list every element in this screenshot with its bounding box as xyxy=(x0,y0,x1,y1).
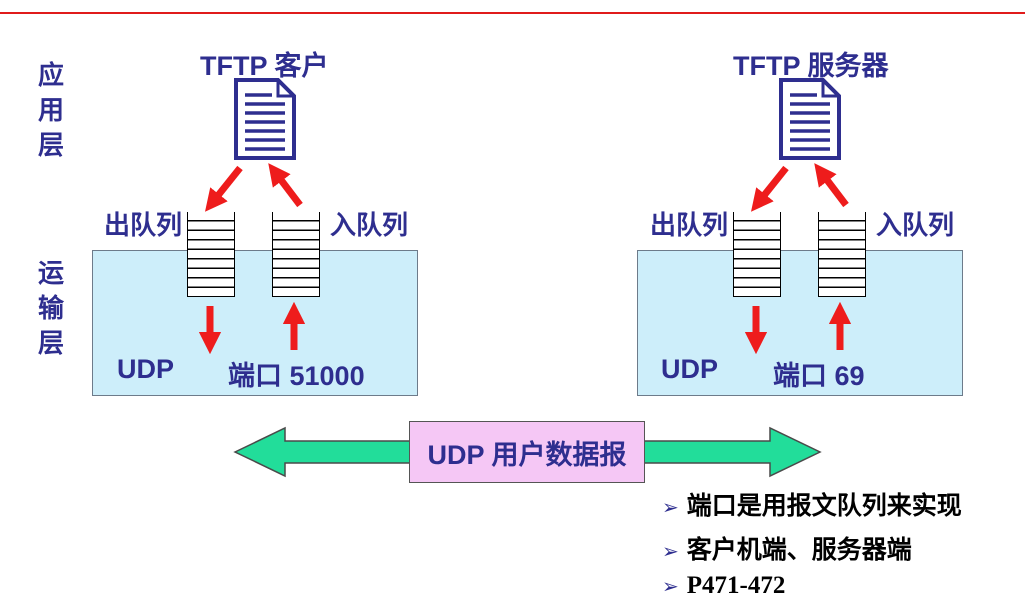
client-port-label: 端口 51000 xyxy=(228,361,365,391)
bullet-item: ➢P471-472 xyxy=(662,572,786,599)
server-out-queue-label: 出队列 xyxy=(650,210,729,240)
server-in-queue-label: 入队列 xyxy=(876,210,955,240)
application-layer-label: 应 用 层 xyxy=(37,60,64,160)
server-port-label: 端口 69 xyxy=(773,361,865,391)
bullet-item: ➢客户机端、服务器端 xyxy=(662,537,912,564)
server-out-arrow-icon xyxy=(751,165,789,212)
server-title: TFTP 服务器 xyxy=(733,51,889,81)
client-transport-box xyxy=(92,250,418,396)
server-document-icon xyxy=(779,78,841,160)
transport-layer-label: 运 输 层 xyxy=(37,258,64,358)
triangle-bullet-icon: ➢ xyxy=(662,539,679,563)
server-transport-box xyxy=(637,250,963,396)
server-udp-label: UDP xyxy=(661,354,719,384)
bullet-item: ➢端口是用报文队列来实现 xyxy=(662,493,962,520)
client-out-queue-label: 出队列 xyxy=(104,210,183,240)
server-out-queue xyxy=(733,212,781,297)
client-title: TFTP 客户 xyxy=(200,51,329,81)
udp-datagram-box: UDP 用户数据报 xyxy=(409,421,645,483)
client-out-queue xyxy=(187,212,235,297)
triangle-bullet-icon: ➢ xyxy=(662,495,679,519)
triangle-bullet-icon: ➢ xyxy=(662,574,679,598)
client-in-queue-label: 入队列 xyxy=(330,210,409,240)
client-udp-label: UDP xyxy=(117,354,175,384)
server-in-arrow-icon xyxy=(814,163,849,208)
client-out-arrow-icon xyxy=(205,165,243,212)
server-in-queue xyxy=(818,212,866,297)
top-rule xyxy=(0,12,1025,14)
client-document-icon xyxy=(234,78,296,160)
client-in-queue xyxy=(272,212,320,297)
client-in-arrow-icon xyxy=(268,163,303,208)
